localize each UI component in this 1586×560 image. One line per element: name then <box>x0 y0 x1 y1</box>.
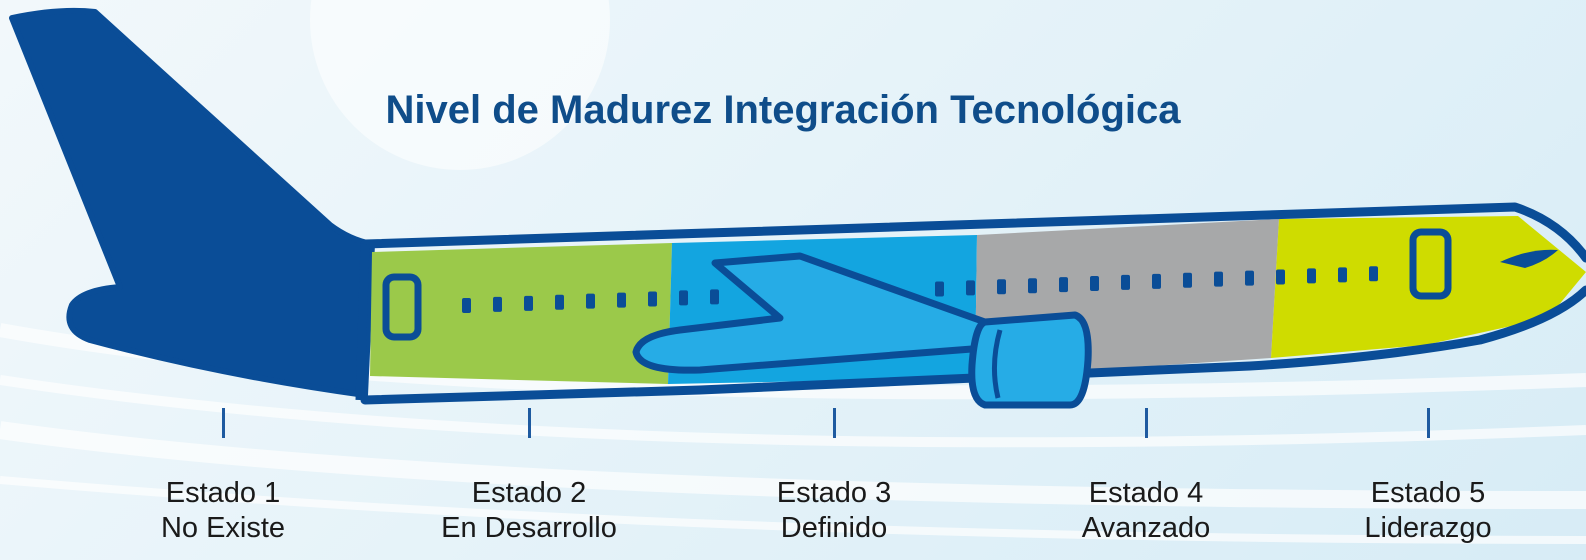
stage-name: Estado 4 <box>1088 477 1204 509</box>
window-icon <box>1214 271 1223 287</box>
window-icon <box>1090 276 1099 292</box>
stage-tick <box>221 408 225 438</box>
window-icon <box>1028 278 1037 294</box>
wing <box>632 252 989 374</box>
stage-desc: En Desarrollo <box>441 512 617 544</box>
window-icon <box>1245 270 1254 286</box>
window-icon <box>1276 269 1285 285</box>
stage-desc: No Existe <box>160 512 286 544</box>
passenger-windows <box>462 266 1378 313</box>
stage-tick <box>527 408 531 438</box>
window-icon <box>1152 273 1161 289</box>
plane-tail <box>9 7 375 398</box>
stage-estado-2: Estado 2 En Desarrollo <box>419 408 639 546</box>
window-icon <box>1369 266 1378 282</box>
stage-estado-3: Estado 3 Definido <box>724 408 944 546</box>
section-estado-5 <box>1271 216 1586 358</box>
stage-tick <box>1426 408 1430 438</box>
diagram-title: Nivel de Madurez Integración Tecnológica <box>385 88 1181 132</box>
window-icon <box>462 298 471 313</box>
window-icon <box>710 289 719 305</box>
window-icon <box>586 293 595 309</box>
stage-tick <box>832 408 836 438</box>
window-icon <box>524 295 533 311</box>
stage-name: Estado 5 <box>1370 477 1486 509</box>
front-door <box>1409 228 1452 300</box>
window-icon <box>966 280 975 296</box>
stage-desc: Avanzado <box>1081 512 1211 544</box>
stage-estado-5: Estado 5 Liderazgo <box>1318 408 1538 546</box>
window-icon <box>1059 277 1068 293</box>
section-estado-2 <box>370 243 672 384</box>
window-icon <box>1338 267 1347 283</box>
stage-desc: Liderazgo <box>1364 512 1492 544</box>
stage-name: Estado 1 <box>165 477 281 509</box>
window-icon <box>1307 268 1316 284</box>
window-icon <box>935 281 944 297</box>
window-icon <box>648 291 657 307</box>
stage-desc: Definido <box>780 512 888 544</box>
stage-estado-1: Estado 1 No Existe <box>113 408 333 546</box>
window-icon <box>679 290 688 306</box>
window-icon <box>555 294 564 310</box>
stage-name: Estado 3 <box>776 477 892 509</box>
cockpit-window <box>1500 249 1558 268</box>
engine <box>968 311 1092 409</box>
stage-name: Estado 2 <box>471 477 587 509</box>
window-icon <box>997 279 1006 295</box>
window-icon <box>1121 274 1130 290</box>
stage-estado-4: Estado 4 Avanzado <box>1036 408 1256 546</box>
window-icon <box>1183 272 1192 288</box>
window-icon <box>493 296 502 312</box>
fuselage-outline <box>360 202 1586 405</box>
rear-door <box>382 273 422 341</box>
stage-tick <box>1144 408 1148 438</box>
window-icon <box>617 292 626 308</box>
